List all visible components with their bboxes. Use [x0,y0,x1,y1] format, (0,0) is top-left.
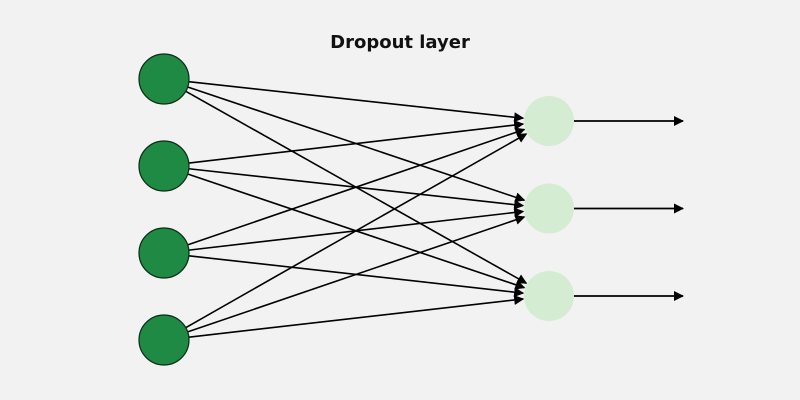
connection-edge [188,80,525,123]
output-node [524,271,574,321]
connection-edge [188,120,525,164]
connection-edge [187,127,526,246]
diagram-title: Dropout layer [330,32,470,53]
connection-edge [188,295,525,338]
input-node [138,314,190,366]
input-node [138,227,190,279]
connection-edge [187,215,526,333]
input-node [138,53,190,105]
output-node [524,183,574,234]
output-node [524,96,574,146]
connection-edge [185,133,528,329]
input-node [138,140,190,192]
